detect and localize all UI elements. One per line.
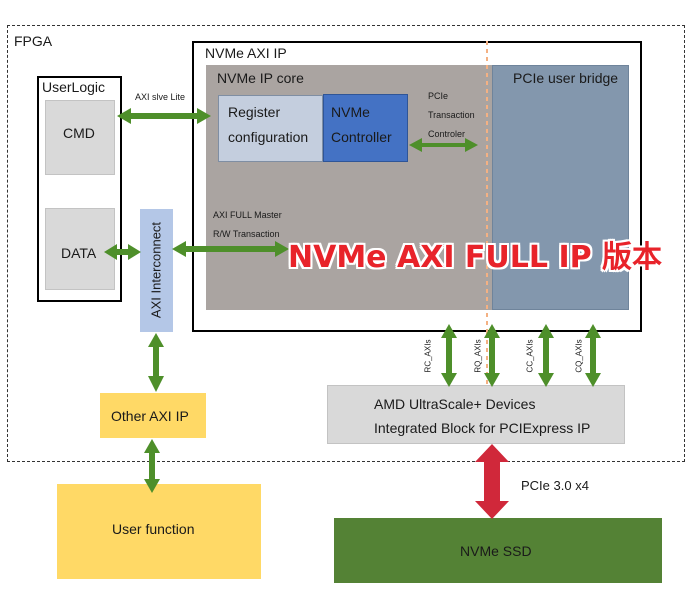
arrow-pcie-link [475,444,509,519]
nvme-controller-box [323,94,408,162]
amd-pcie-block-line2: Integrated Block for PCIExpress IP [374,420,591,436]
cmd-box [45,100,115,175]
register-configuration-line2: configuration [228,129,309,145]
pcie-link-annotation: PCIe 3.0 x4 [521,478,589,493]
cc-axis-label: CC_AXIs [525,339,535,373]
amd-pcie-block [327,385,625,444]
fpga-boundary [7,25,685,462]
pcie-transaction-annotation-2: Transaction [428,110,475,120]
register-configuration-line1: Register [228,104,281,120]
axi-full-master-annotation: AXI FULL Master [213,210,282,220]
other-axi-ip-box [100,393,206,438]
rq-axis-label: RQ_AXIs [473,339,483,373]
arrow-controller-bridge [409,138,478,152]
other-axi-ip-label: Other AXI IP [111,408,189,424]
cq-axis-label: CQ_AXIs [574,339,584,373]
data-label: DATA [61,245,97,261]
arrow-cc-axis [538,324,554,387]
arrow-rq-axis [484,324,500,387]
user-logic-label: UserLogic [42,79,106,95]
arrow-other-ip-user-function [144,439,160,493]
pcie-user-bridge-label: PCIe user bridge [513,70,619,86]
arrow-rc-axis [441,324,457,387]
pcie-user-bridge [492,65,629,310]
arrow-cmd-register [117,108,211,124]
arrow-data-interconnect [104,244,141,260]
register-configuration-box [218,95,323,162]
user-function-label: User function [112,521,195,537]
arrow-cq-axis [585,324,601,387]
nvme-axi-ip-label: NVMe AXI IP [205,45,287,61]
cmd-label: CMD [63,125,95,141]
nvme-ssd-label: NVMe SSD [460,543,532,559]
user-function-box [57,484,261,579]
amd-pcie-block-line1: AMD UltraScale+ Devices [374,396,536,412]
rc-axis-label: RC_AXIs [423,339,433,373]
nvme-ip-core-label: NVMe IP core [217,70,304,86]
arrow-interconnect-core [172,241,289,257]
overlay-title: NVMe AXI FULL IP 版本 [288,240,663,275]
nvme-controller-line1: NVMe [331,104,370,120]
pcie-transaction-annotation-3: Controler [428,129,466,139]
rw-transaction-annotation: R/W Transaction [213,229,280,239]
pcie-transaction-annotation-1: PCIe [428,91,449,101]
nvme-ssd-box [334,518,662,583]
fpga-label: FPGA [14,33,53,49]
arrow-interconnect-other-ip [148,333,164,392]
axi-slave-lite-annotation: AXI slve Lite [135,92,186,102]
nvme-controller-line2: Controller [331,129,392,145]
axi-interconnect-box [140,209,173,332]
